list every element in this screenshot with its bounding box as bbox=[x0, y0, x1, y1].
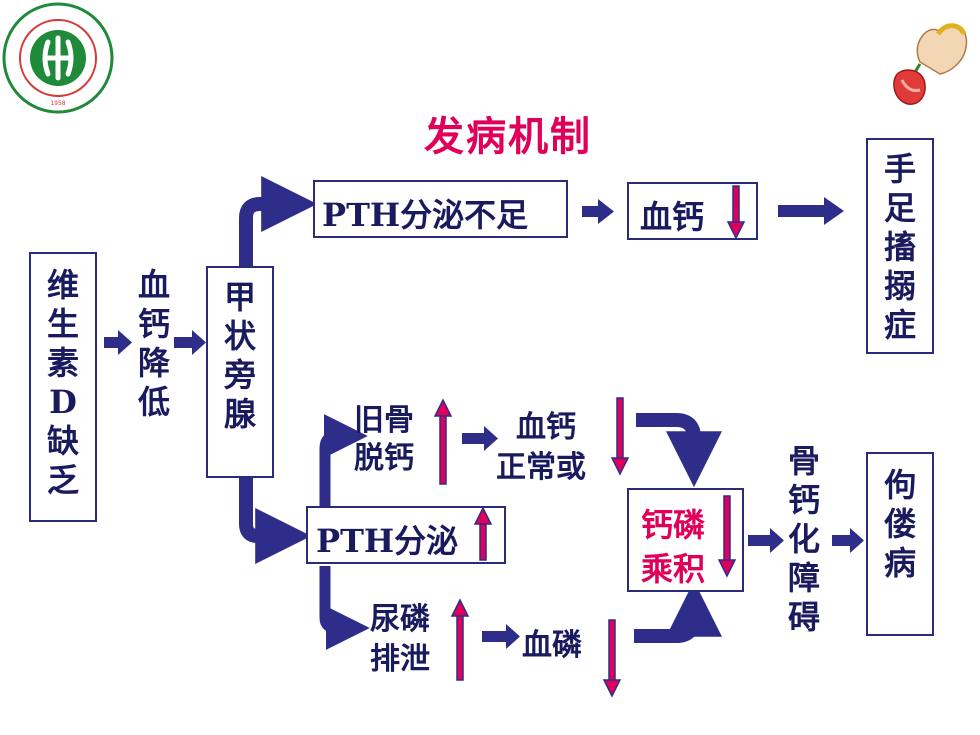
connector-parathyroid-to-pth-secretion bbox=[239, 478, 312, 564]
box-pth-insufficient bbox=[313, 180, 568, 238]
connector-bloodca-to-product bbox=[636, 413, 722, 488]
arrow-oldbone-to-bloodca bbox=[462, 426, 498, 451]
arrow-vitd-to-bloodca bbox=[104, 330, 132, 355]
arrow-bloodca-to-parathyroid bbox=[174, 330, 206, 355]
pth-insufficient-label: PTH分泌不足 bbox=[322, 196, 529, 234]
connector-bloodp-to-product bbox=[634, 580, 722, 643]
rickets-label: 佝偻病佝偻病 bbox=[883, 466, 916, 582]
school-logo: 1958 bbox=[2, 2, 114, 114]
arrow-bloodca-top-to-tetany bbox=[778, 197, 844, 225]
arrow-pth-to-bloodca-top bbox=[582, 199, 614, 224]
blood-ca-normal-line1: 血钙 bbox=[516, 410, 576, 445]
connector-parathyroid-to-pth-insufficient bbox=[239, 176, 318, 266]
tetany-label: 手足搐搦症手足搐搦症 bbox=[883, 150, 916, 344]
blood-ca-normal-line2: 正常或 bbox=[496, 450, 586, 485]
arrow-urinep-to-bloodp bbox=[482, 624, 520, 649]
ca-p-product-down-arrow-icon bbox=[717, 495, 737, 578]
urine-p-label: 尿磷排泄 bbox=[370, 602, 430, 677]
arrow-bonedisorder-to-rickets bbox=[832, 528, 864, 553]
pth-secretion-label: PTH分泌 bbox=[316, 522, 459, 560]
parathyroid-label: 甲状旁腺甲状旁腺 bbox=[223, 278, 256, 433]
old-bone-up-arrow-icon bbox=[433, 398, 453, 485]
urine-p-up-arrow-icon bbox=[450, 598, 470, 681]
blood-p-label: 血磷 bbox=[522, 628, 582, 663]
blood-ca-normal-down-arrow-icon bbox=[610, 397, 630, 476]
old-bone-label: 旧骨脱钙 bbox=[354, 403, 414, 476]
ca-p-product-line1: 钙磷 bbox=[641, 506, 706, 544]
box-pth-secretion bbox=[306, 506, 506, 564]
blood-ca-low-label: 血钙降低血钙降低 bbox=[137, 266, 170, 421]
ca-p-product-line2: 乘积 bbox=[641, 550, 706, 588]
arrow-product-to-bonedisorder bbox=[748, 528, 784, 553]
pth-secretion-up-arrow-icon bbox=[473, 506, 493, 561]
box-tetany bbox=[866, 138, 934, 354]
box-parathyroid bbox=[206, 266, 274, 478]
connector-pth-to-oldbone bbox=[319, 414, 368, 506]
blood-ca-top-down-arrow-icon bbox=[726, 185, 746, 240]
box-rickets bbox=[866, 452, 934, 636]
page-title: 发病机制 bbox=[424, 113, 592, 160]
svg-text:1958: 1958 bbox=[50, 100, 65, 107]
hand-holding-flower-icon bbox=[880, 2, 976, 112]
blood-p-down-arrow-icon bbox=[602, 619, 622, 698]
vitd-deficiency-label: 维生素D缺乏维生素D缺乏 bbox=[46, 266, 79, 499]
box-vitd-deficiency bbox=[29, 252, 97, 522]
connector-pth-to-urinep bbox=[319, 566, 370, 650]
blood-ca-top-label: 血钙 bbox=[640, 198, 705, 236]
bone-ca-disorder-label: 骨钙化障碍骨钙化障碍 bbox=[787, 442, 820, 636]
